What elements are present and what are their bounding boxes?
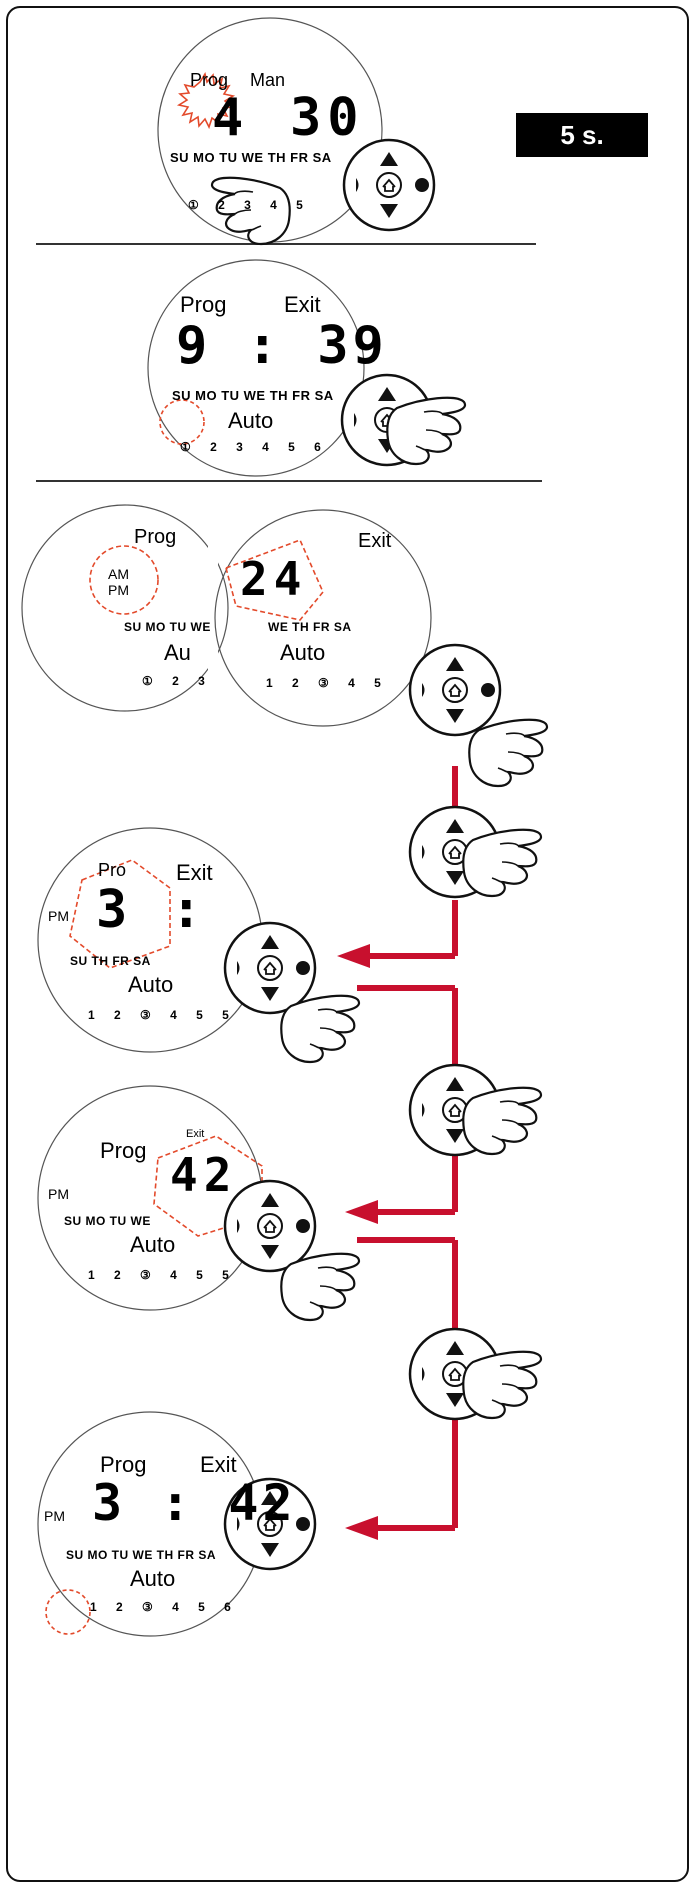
weekday-row: SU TH FR SA (70, 954, 151, 968)
step-divider (36, 243, 536, 245)
control-button-icon (223, 921, 317, 1015)
minute-display: 30 (290, 88, 365, 148)
pm-label: PM (108, 582, 129, 598)
program-numbers: 1 2 ③ 4 5 (266, 676, 389, 690)
am-label: AM (108, 566, 129, 582)
minute-display: 42 (170, 1148, 238, 1202)
hand-pointer-icon (462, 1086, 543, 1156)
exit-label: Exit (358, 530, 392, 552)
weekday-row: WE TH FR SA (268, 620, 352, 634)
red-arrow-icon (345, 1200, 378, 1224)
auto-mode-label: Auto (228, 408, 274, 433)
prog-label: Prog (100, 1452, 147, 1477)
hand-pointer-icon (386, 396, 467, 466)
exit-label: Exit (284, 292, 321, 317)
hand-pointer-icon (462, 1350, 543, 1420)
auto-mode-label: Auto (130, 1566, 176, 1591)
man-label: Man (250, 70, 286, 90)
program-numbers: 1 2 ③ 4 5 6 (90, 1600, 239, 1614)
prog-label: Prog (190, 70, 229, 90)
red-arrow-icon (337, 944, 370, 968)
prog-label: Prog (134, 526, 177, 548)
hand-pointer-icon (280, 1252, 361, 1322)
auto-mode-label: Auto (128, 972, 174, 997)
control-button-icon (342, 138, 436, 232)
flow-arrow-line (357, 766, 458, 1531)
hand-pointer-icon (280, 994, 361, 1064)
auto-mode-label: Au (164, 640, 191, 665)
auto-mode-label: Auto (280, 640, 326, 665)
hour-display: 4 (212, 88, 250, 148)
pm-label: PM (48, 1186, 69, 1202)
exit-label: Exit (200, 1452, 237, 1477)
program-numbers: ① 2 3 (142, 674, 213, 688)
pm-label: PM (44, 1508, 65, 1524)
weekday-row: SU MO TU WE (124, 620, 211, 634)
time-display: 3 : 42 (92, 1474, 297, 1532)
duration-badge: 5 s. (516, 113, 648, 157)
exit-label: Exit (186, 1128, 205, 1140)
prog-label: Prog (180, 292, 227, 317)
exit-label: Exit (176, 860, 213, 885)
weekday-row: SU MO TU WE TH FR SA (172, 388, 334, 403)
time-display: 9 : 39 (176, 316, 388, 376)
pm-label: PM (48, 908, 69, 924)
prog-label: Prog (100, 1138, 147, 1163)
program-numbers: ① 2 3 4 5 (188, 198, 311, 212)
auto-mode-label: Auto (130, 1232, 176, 1257)
hour-format-display: 24 (240, 552, 308, 606)
red-arrow-icon (345, 1516, 378, 1540)
control-button-icon (408, 643, 502, 737)
prog-label: Pro (98, 860, 127, 880)
program-numbers: 1 2 ③ 4 5 5 (88, 1268, 237, 1282)
hand-pointer-icon (462, 828, 543, 898)
weekday-row: SU MO TU WE (64, 1214, 151, 1228)
control-button-icon (223, 1179, 317, 1273)
weekday-row: SU MO TU WE TH FR SA (170, 150, 332, 165)
hour-display: 3 : (96, 880, 208, 940)
hand-pointer-icon (468, 718, 549, 788)
program-numbers: ① 2 3 4 5 6 (180, 440, 329, 454)
step-divider (36, 480, 542, 482)
weekday-row: SU MO TU WE TH FR SA (66, 1548, 216, 1562)
manual-page-frame (6, 6, 689, 1882)
program-numbers: 1 2 ③ 4 5 5 (88, 1008, 237, 1022)
